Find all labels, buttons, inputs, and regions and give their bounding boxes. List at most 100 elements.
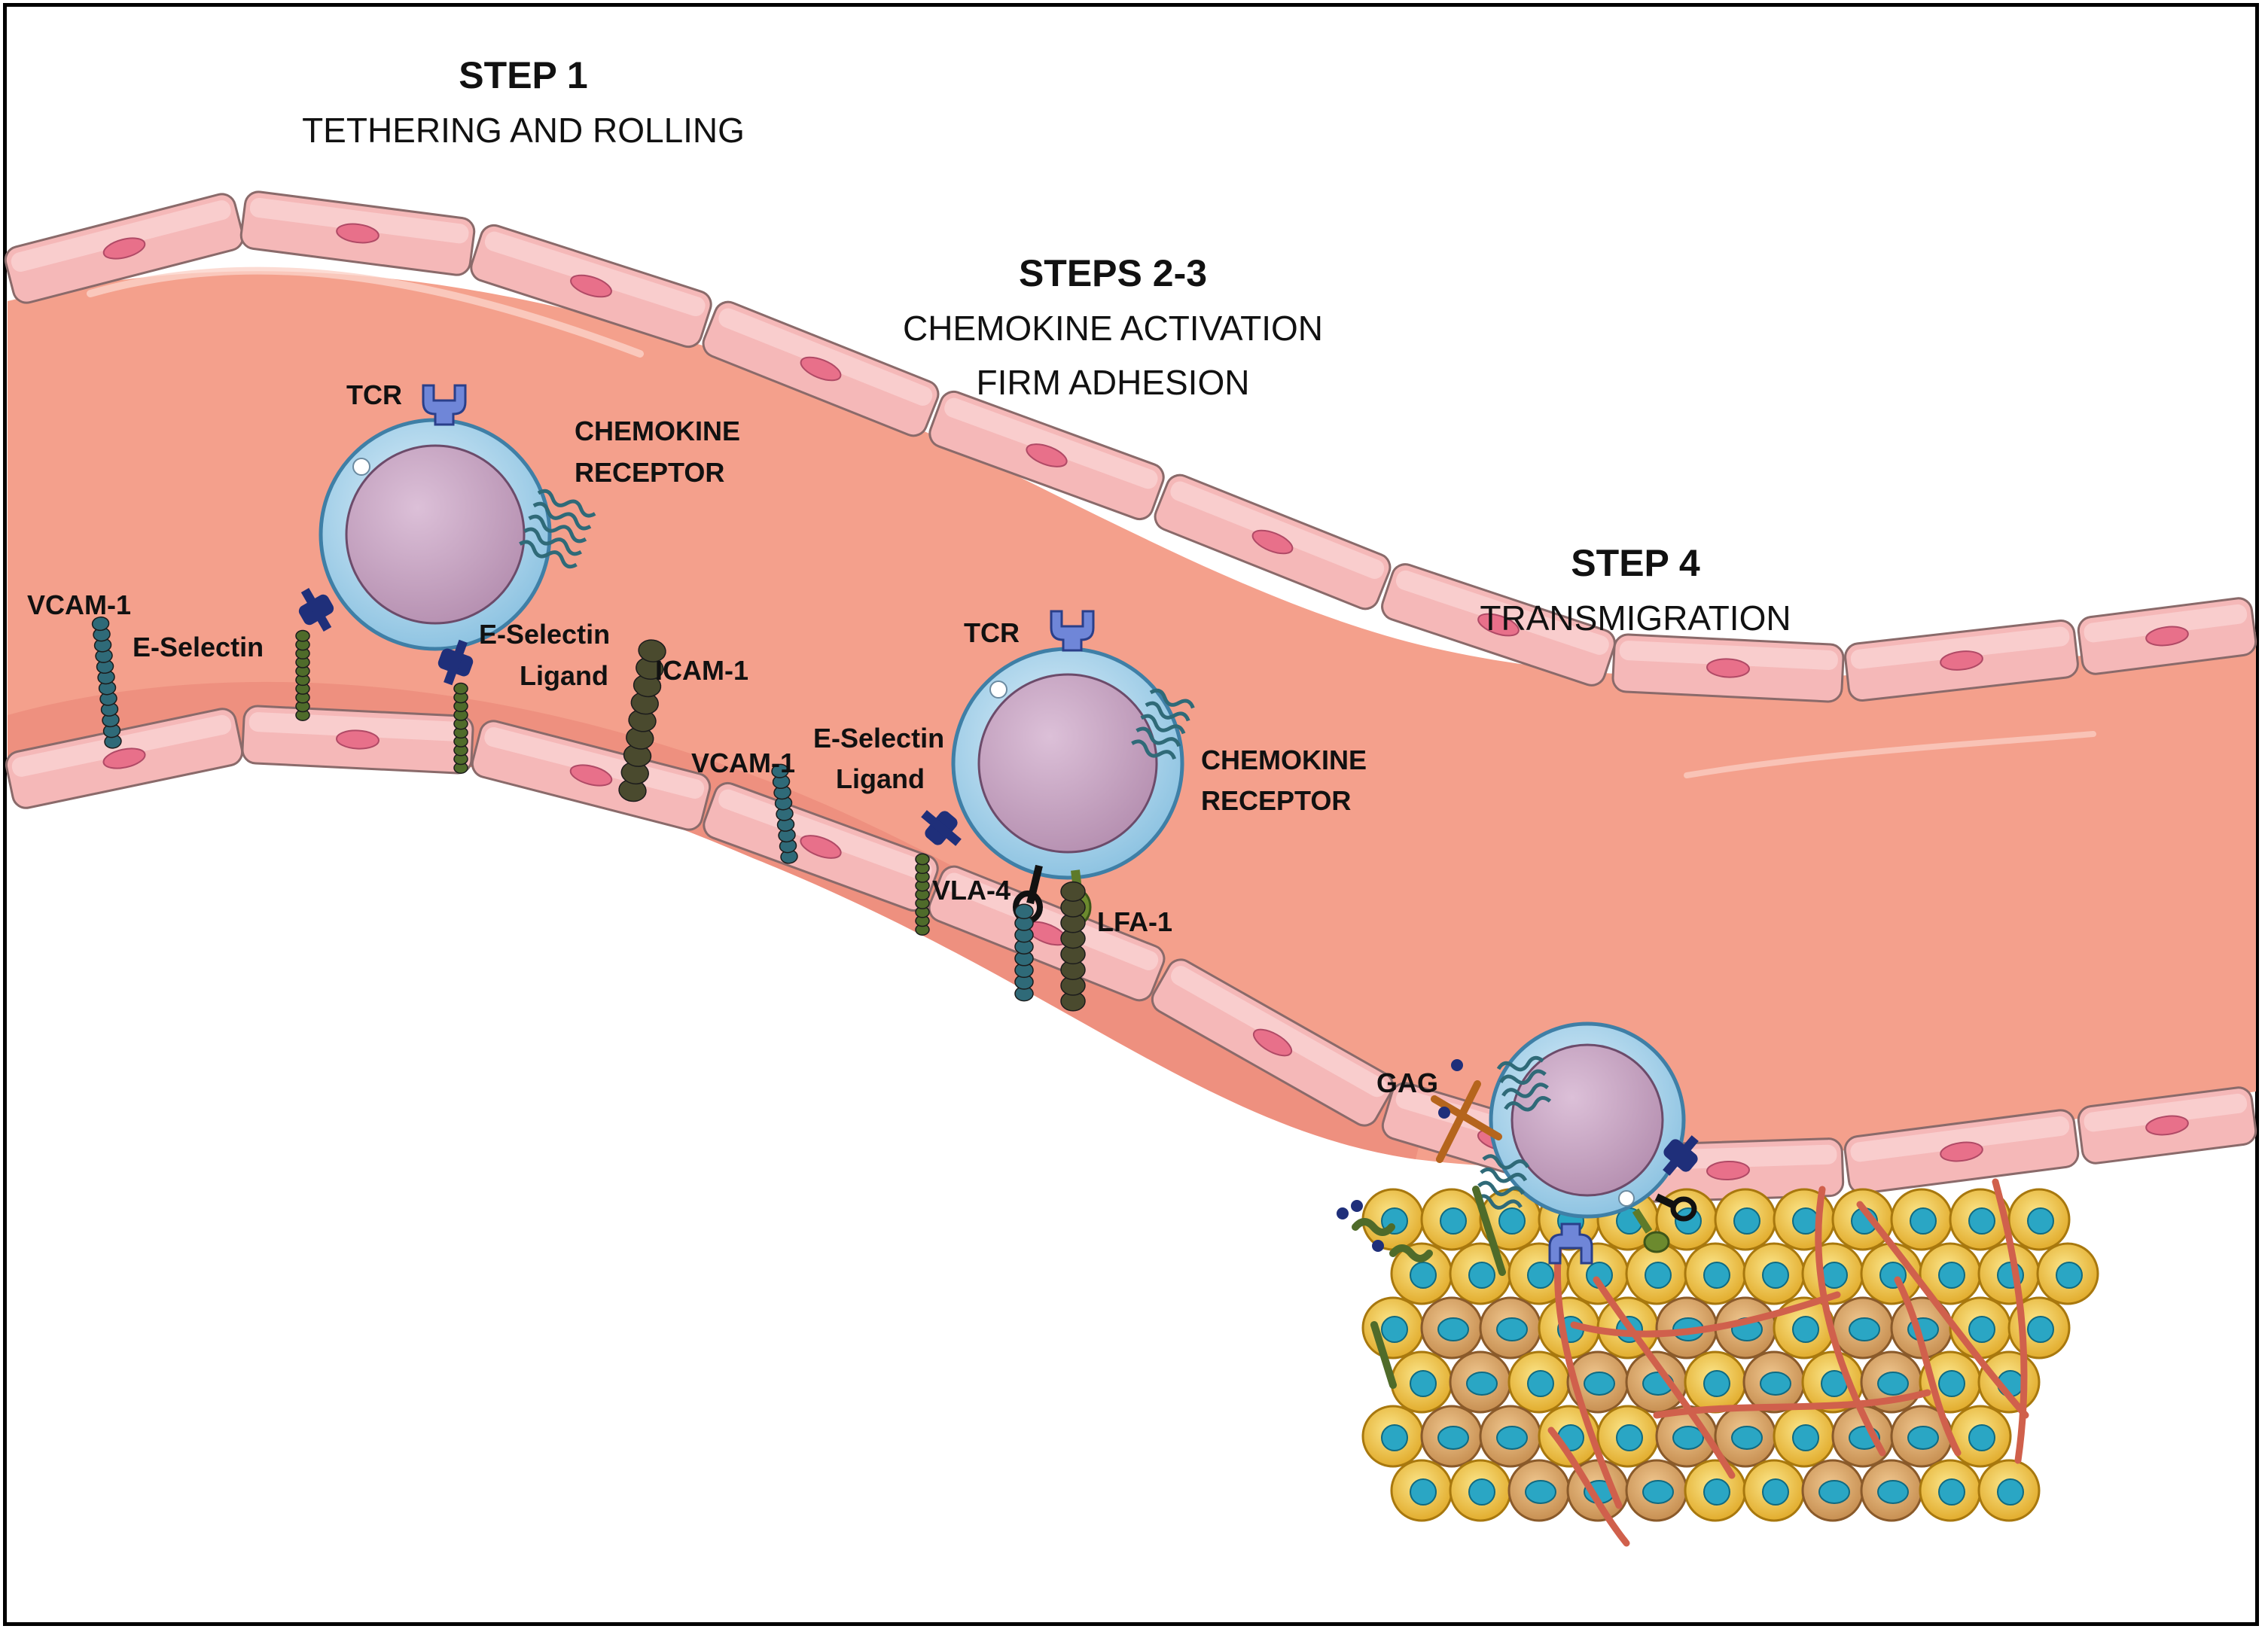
- tissue-cell: [1890, 1296, 1953, 1359]
- lymphocyte-rolling: [319, 418, 552, 651]
- tissue-cell: [1949, 1405, 2012, 1468]
- chemokine-receptor-label: CHEMOKINE: [1201, 744, 1367, 775]
- tissue-cell: [1890, 1188, 1953, 1251]
- icam1-icon: [1060, 881, 1086, 1012]
- tissue-cell: [1479, 1296, 1542, 1359]
- tissue-cell: [1566, 1350, 1629, 1414]
- lymphocyte-adhering: [951, 647, 1184, 880]
- endothelial-cell: [471, 720, 712, 831]
- tissue-cell: [1890, 1405, 1953, 1468]
- tcr-label: TCR: [964, 617, 1020, 648]
- tissue-cell: [1420, 1405, 1483, 1468]
- endothelial-cell: [1151, 958, 1395, 1127]
- tissue-cell: [1390, 1350, 1453, 1414]
- e-selectin-ligand-label: E-Selectin: [813, 723, 944, 754]
- tissue-cell: [1831, 1296, 1895, 1359]
- tissue-cell: [1742, 1242, 1806, 1305]
- chemokine-receptor-label: CHEMOKINE: [575, 416, 740, 446]
- endothelial-cell: [470, 224, 712, 349]
- tissue-cell: [2036, 1242, 2099, 1305]
- tissue-cell: [1949, 1188, 2012, 1251]
- tissue-cell: [1684, 1242, 1747, 1305]
- tissue-fiber: [1856, 1201, 2029, 1419]
- tissue-cell: [1773, 1405, 1836, 1468]
- step4-title: STEP 4: [1571, 542, 1700, 584]
- vcam1-icon: [771, 763, 798, 864]
- endothelial-cell: [239, 190, 476, 276]
- chemokine-receptor-icon: [1496, 1055, 1552, 1112]
- tissue-cell: [1714, 1188, 1777, 1251]
- tissue-cell: [1831, 1188, 1895, 1251]
- endothelial-cell: [1844, 619, 2079, 702]
- gag-label: GAG: [1376, 1067, 1438, 1098]
- endothelial-adhesion-molecules: [91, 616, 1086, 1012]
- tcr-icon: [1050, 610, 1095, 652]
- endothelial-cell: [5, 708, 244, 809]
- vla4-icon: [1654, 1193, 1697, 1222]
- chemokine-receptor-label: RECEPTOR: [575, 457, 724, 488]
- tissue-cell: [2007, 1188, 2071, 1251]
- tissue-cell: [1684, 1350, 1747, 1414]
- tissue-cell: [1390, 1242, 1453, 1305]
- chemokine-receptor-icon: [1475, 1154, 1530, 1210]
- tissue-cell: [1566, 1242, 1629, 1305]
- icam1-icon: [618, 639, 666, 802]
- tissue-cell: [1919, 1459, 1982, 1522]
- tissue-cell: [1860, 1242, 1923, 1305]
- tissue-cell: [1390, 1459, 1453, 1522]
- endothelial-cell: [1611, 633, 1845, 703]
- endothelial-cell: [241, 705, 474, 775]
- tissue-fiber: [1653, 1389, 1931, 1419]
- step1-title: STEP 1: [459, 54, 587, 96]
- tcr-icon: [1548, 1222, 1593, 1265]
- tissue-cell: [1742, 1459, 1806, 1522]
- vla4-label: VLA-4: [932, 875, 1011, 906]
- tissue-cell: [1507, 1459, 1571, 1522]
- chemokine-receptor-label: RECEPTOR: [1201, 785, 1351, 816]
- tissue-fiber: [1570, 1291, 1841, 1338]
- tcr-icon: [422, 384, 467, 426]
- e-selectin-ligand-icon: [298, 588, 334, 632]
- tcr-label: TCR: [346, 379, 402, 410]
- e-selectin-label: E-Selectin: [133, 632, 264, 662]
- endothelial-cell: [702, 300, 940, 437]
- endothelial-cell: [1381, 563, 1616, 687]
- tissue-cell: [1361, 1188, 1425, 1251]
- lfa1-label: LFA-1: [1097, 906, 1172, 937]
- endothelial-cell: [928, 865, 1166, 1002]
- step23-subtitle-line2: FIRM ADHESION: [977, 363, 1250, 402]
- chemokine-receptor-icon: [1131, 688, 1195, 760]
- vcam1-label: VCAM-1: [691, 747, 795, 778]
- tissue-cell: [1420, 1296, 1483, 1359]
- gag-icon: [1431, 1059, 1502, 1163]
- lumen-highlight: [1684, 731, 2096, 778]
- tissue-cell: [1860, 1459, 1923, 1522]
- tissue-fibers: [1547, 1178, 2029, 1547]
- tissue-cell: [1420, 1188, 1483, 1251]
- tissue-cell: [1361, 1405, 1425, 1468]
- endothelial-cell: [2077, 597, 2257, 675]
- e-selectin-ligand-icon: [437, 639, 474, 686]
- tissue-fiber: [1894, 1276, 1962, 1457]
- tissue-fiber: [1815, 1186, 1886, 1457]
- endothelial-cell: [703, 781, 939, 912]
- e-selectin-ligand-label: Ligand: [836, 763, 925, 794]
- tissue-cell: [1977, 1459, 2041, 1522]
- e-selectin-icon: [295, 629, 310, 721]
- tissue-cell: [1449, 1459, 1512, 1522]
- tissue-cell: [1742, 1350, 1806, 1414]
- tissue-cell: [1977, 1350, 2041, 1414]
- endothelial-cell: [928, 390, 1165, 521]
- e-selectin-ligand-icon: [1663, 1135, 1699, 1176]
- tissue-cell: [1684, 1459, 1747, 1522]
- e-selectin-icon: [1337, 1186, 1506, 1389]
- tissue-cell: [1479, 1405, 1542, 1468]
- tissue-cell: [1507, 1350, 1571, 1414]
- endothelial-cell: [4, 193, 245, 304]
- step23-title: STEPS 2-3: [1019, 252, 1207, 294]
- tissue-fiber: [1992, 1178, 2028, 1464]
- chemokine-receptor-icon: [519, 489, 596, 569]
- endothelial-cell: [1843, 1109, 2080, 1195]
- step1-subtitle: TETHERING AND ROLLING: [302, 111, 745, 150]
